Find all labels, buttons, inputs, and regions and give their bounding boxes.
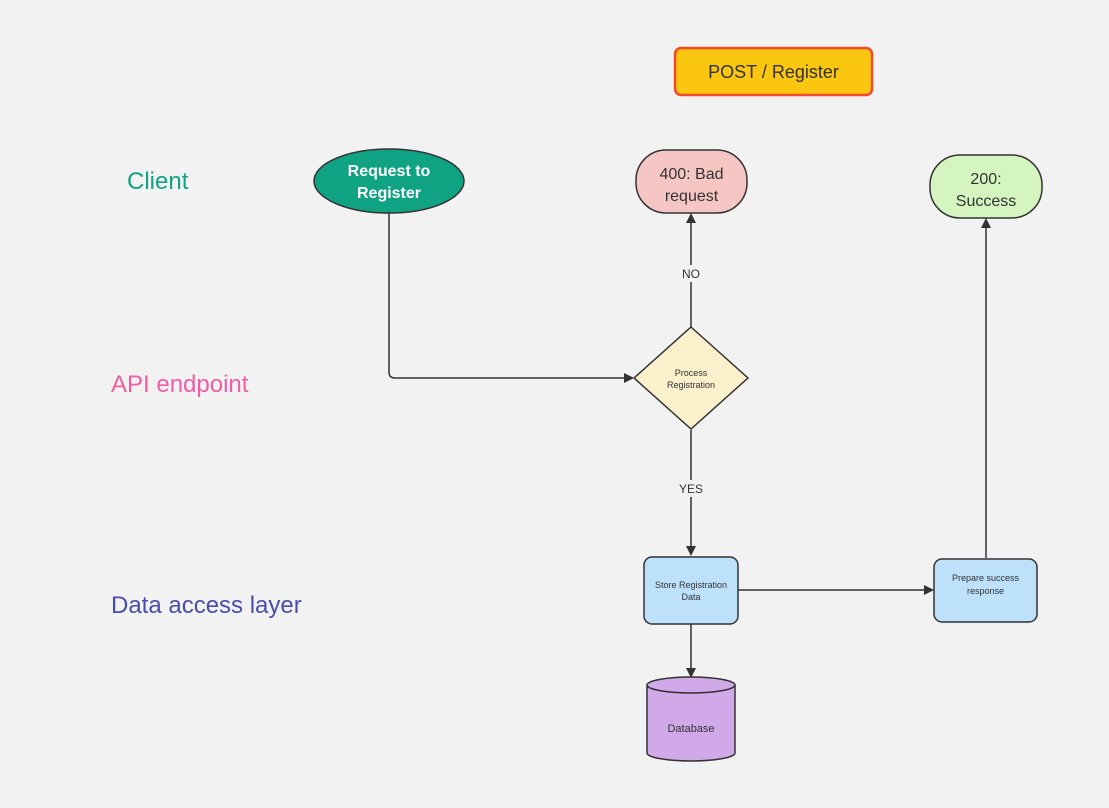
node-prepare-line1: Prepare success (952, 573, 1020, 583)
node-process-line1: Process (675, 368, 708, 378)
edge-request-to-process (388, 213, 634, 383)
node-prepare-success-response[interactable]: Prepare success response (933, 558, 1038, 623)
node-store-registration-data[interactable]: Store Registration Data (643, 556, 739, 625)
node-store-line1: Store Registration (655, 580, 727, 590)
node-store-line2: Data (681, 592, 700, 602)
node-process-line2: Registration (667, 380, 715, 390)
node-success-line1: 200: (970, 171, 1001, 188)
lane-label-client: Client (127, 168, 189, 195)
edge-label-yes: YES (679, 482, 703, 496)
node-prepare-line2: response (967, 586, 1004, 596)
node-request-line1: Request to (348, 163, 431, 180)
node-400-bad-request[interactable]: 400: Bad request (635, 149, 748, 214)
node-database[interactable]: Database (646, 676, 736, 762)
node-200-success[interactable]: 200: Success (929, 154, 1043, 219)
lane-label-data-access-layer: Data access layer (111, 592, 302, 619)
node-process-registration[interactable]: Process Registration (632, 325, 750, 431)
node-bad-request-line2: request (665, 188, 719, 205)
node-success-line2: Success (956, 193, 1016, 210)
edge-label-no: NO (682, 267, 700, 281)
node-database-label: Database (667, 723, 714, 735)
title-text: POST / Register (708, 62, 839, 82)
node-request-line2: Register (357, 185, 421, 202)
node-request-to-register[interactable]: Request to Register (313, 148, 465, 214)
node-bad-request-line1: 400: Bad (659, 166, 723, 183)
title-box[interactable]: POST / Register (673, 46, 874, 97)
lane-label-api-endpoint: API endpoint (111, 371, 249, 398)
